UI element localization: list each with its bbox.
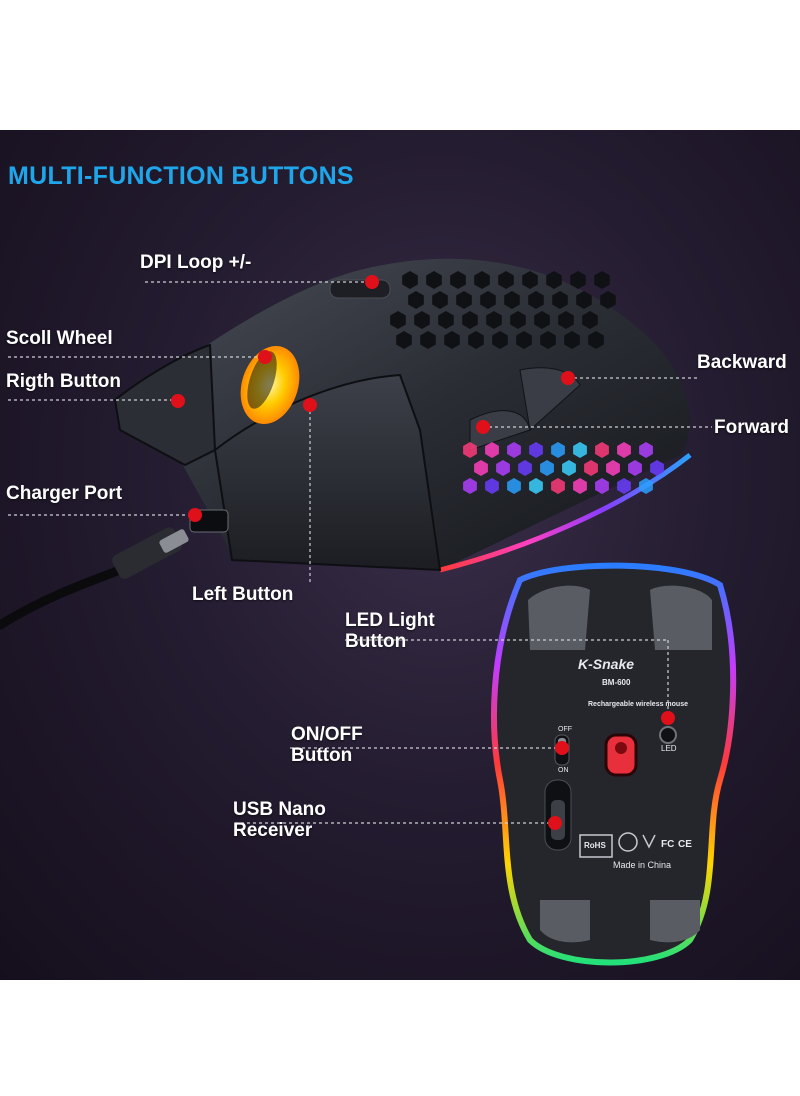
honeycomb-hole [396,331,412,349]
glowing-honeycomb-hole [496,460,510,476]
label-left-button: Left Button [192,584,294,605]
glowing-honeycomb-hole [485,478,499,494]
label-charger-port: Charger Port [6,483,123,504]
honeycomb-hole [468,331,484,349]
honeycomb-hole [486,311,502,329]
glowing-honeycomb-hole [617,442,631,458]
switch-on-label: ON [558,767,569,774]
fcc-mark: FC [661,839,675,850]
honeycomb-hole [504,291,520,309]
honeycomb-hole [438,311,454,329]
product-description: Rechargeable wireless mouse [588,701,688,708]
ce-mark: CE [678,839,692,850]
honeycomb-hole [402,271,418,289]
honeycomb-hole [456,291,472,309]
glowing-honeycomb-hole [573,442,587,458]
label-on-off-button-line1: ON/OFF [291,724,363,745]
honeycomb-hole [432,291,448,309]
glowing-honeycomb-hole [595,478,609,494]
honeycomb-hole [516,331,532,349]
switch-off-label: OFF [558,726,572,733]
made-in-label: Made in China [613,860,672,870]
glowing-honeycomb-hole [518,460,532,476]
label-on-off-button-line2: Button [291,745,353,766]
honeycomb-hole [426,271,442,289]
honeycomb-hole [582,311,598,329]
glowing-honeycomb-hole [540,460,554,476]
honeycomb-hole [522,271,538,289]
honeycomb-hole [480,291,496,309]
label-usb-receiver-line1: USB Nano [233,799,326,820]
glowing-honeycomb-hole [474,460,488,476]
label-usb-receiver-line2: Receiver [233,820,313,841]
product-illustration [0,258,737,966]
honeycomb-hole [390,311,406,329]
glowing-honeycomb-hole [639,478,653,494]
honeycomb-hole [576,291,592,309]
label-right-button: Rigth Button [6,371,122,392]
glowing-honeycomb-hole [562,460,576,476]
glowing-honeycomb-hole [639,442,653,458]
brand-logo: K-Snake [578,656,635,672]
glowing-honeycomb-hole [507,478,521,494]
honeycomb-hole [588,331,604,349]
product-scene: MULTI-FUNCTION BUTTONS DPI Loop +/- Scol… [0,130,800,980]
honeycomb-hole [420,331,436,349]
glowing-honeycomb-hole [529,442,543,458]
honeycomb-hole [564,331,580,349]
glowing-honeycomb-hole [551,442,565,458]
glowing-honeycomb-hole [485,442,499,458]
label-dpi-loop: DPI Loop +/- [140,252,252,273]
honeycomb-hole [510,311,526,329]
honeycomb-hole [534,311,550,329]
honeycomb-hole [408,291,424,309]
label-backward: Backward [697,352,787,373]
rohs-mark: RoHS [584,841,606,850]
glowing-honeycomb-hole [463,478,477,494]
glowing-honeycomb-hole [551,478,565,494]
glowing-honeycomb-hole [584,460,598,476]
honeycomb-hole [540,331,556,349]
glowing-honeycomb-hole [463,442,477,458]
glowing-honeycomb-hole [573,478,587,494]
honeycomb-hole [594,271,610,289]
label-led-light-button-line1: LED Light [345,610,435,631]
honeycomb-hole [462,311,478,329]
glowing-honeycomb-hole [595,442,609,458]
glowing-honeycomb-hole [606,460,620,476]
headline: MULTI-FUNCTION BUTTONS [8,162,354,190]
glowing-honeycomb-hole [507,442,521,458]
honeycomb-hole [600,291,616,309]
glowing-honeycomb-hole [529,478,543,494]
label-led-light-button-line2: Button [345,631,407,652]
honeycomb-hole [528,291,544,309]
honeycomb-hole [414,311,430,329]
glowing-honeycomb-hole [650,460,664,476]
label-scroll-wheel: Scoll Wheel [6,328,113,349]
glowing-honeycomb-hole [617,478,631,494]
honeycomb-hole [552,291,568,309]
honeycomb-hole [474,271,490,289]
honeycomb-hole [492,331,508,349]
honeycomb-hole [444,331,460,349]
model-number: BM-600 [602,678,631,687]
honeycomb-hole [558,311,574,329]
honeycomb-hole [498,271,514,289]
honeycomb-hole [546,271,562,289]
honeycomb-hole [570,271,586,289]
led-label: LED [661,744,677,753]
glowing-honeycomb-hole [628,460,642,476]
honeycomb-hole [450,271,466,289]
label-forward: Forward [714,417,789,438]
